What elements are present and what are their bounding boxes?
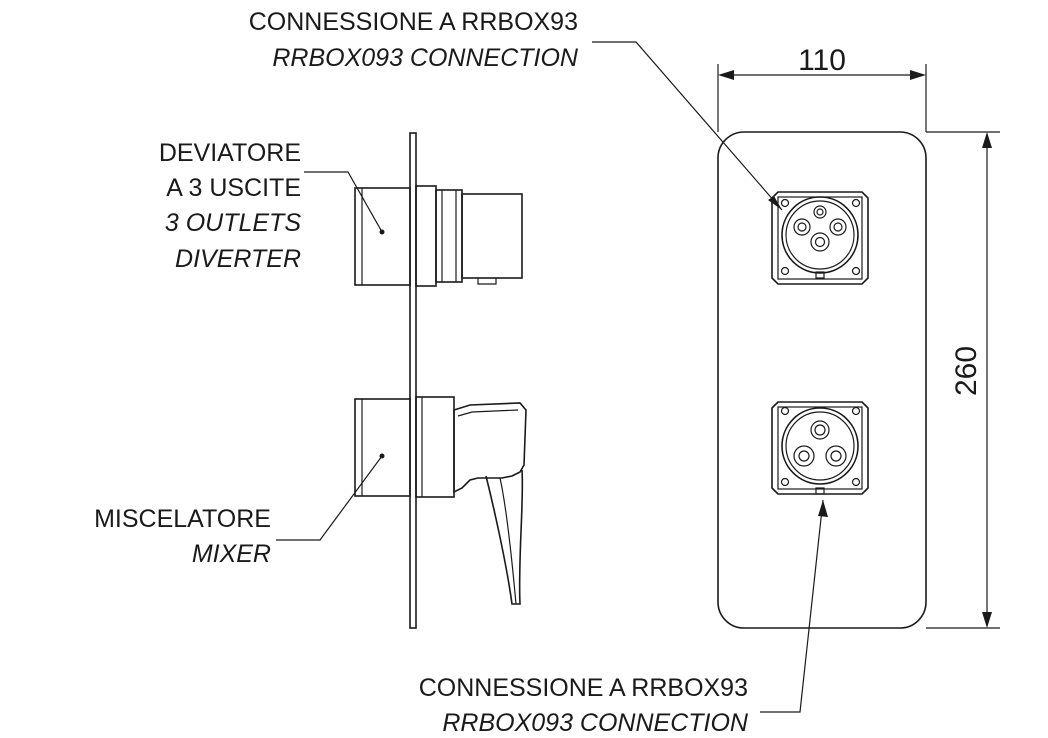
width-dimension-value: 110 bbox=[798, 44, 846, 77]
height-arrow-top bbox=[982, 132, 992, 148]
mixer-label-en: MIXER bbox=[192, 540, 271, 568]
diverter-label-en-line1: 3 OUTLETS bbox=[165, 209, 301, 237]
diverter-side bbox=[354, 185, 523, 287]
diverter-label-it-line2: A 3 USCITE bbox=[166, 174, 301, 202]
width-arrow-left bbox=[718, 70, 734, 80]
diverter-label-en-line2: DIVERTER bbox=[175, 245, 301, 273]
diverter-leader bbox=[304, 171, 385, 235]
side-plate bbox=[409, 132, 417, 629]
mixer-leader bbox=[276, 453, 385, 541]
bottom-connection-label-it: CONNESSIONE A RRBOX93 bbox=[419, 674, 748, 702]
side-view bbox=[354, 132, 527, 629]
top-connection-label-en: RRBOX093 CONNECTION bbox=[272, 44, 579, 72]
diverter-label-it-line1: DEVIATORE bbox=[159, 139, 301, 167]
front-view bbox=[717, 131, 927, 629]
height-arrow-bottom bbox=[982, 612, 992, 628]
bottom-connection-leader bbox=[760, 499, 828, 713]
mixer-side bbox=[354, 396, 527, 605]
mixer-body bbox=[453, 402, 527, 494]
top-connection-label-it: CONNESSIONE A RRBOX93 bbox=[249, 8, 578, 36]
mixer-label-it: MISCELATORE bbox=[94, 505, 271, 533]
width-dimension: 110 bbox=[717, 44, 927, 132]
width-arrow-right bbox=[910, 70, 926, 80]
cover-plate bbox=[717, 131, 927, 629]
top-connection-leader bbox=[592, 41, 783, 211]
diverter-cartridge bbox=[771, 191, 869, 285]
mixer-lever bbox=[485, 469, 524, 605]
height-dimension: 260 bbox=[926, 131, 1000, 629]
mixer-cartridge bbox=[771, 401, 869, 495]
height-dimension-value: 260 bbox=[950, 346, 983, 396]
bottom-connection-label-en: RRBOX093 CONNECTION bbox=[442, 709, 749, 737]
